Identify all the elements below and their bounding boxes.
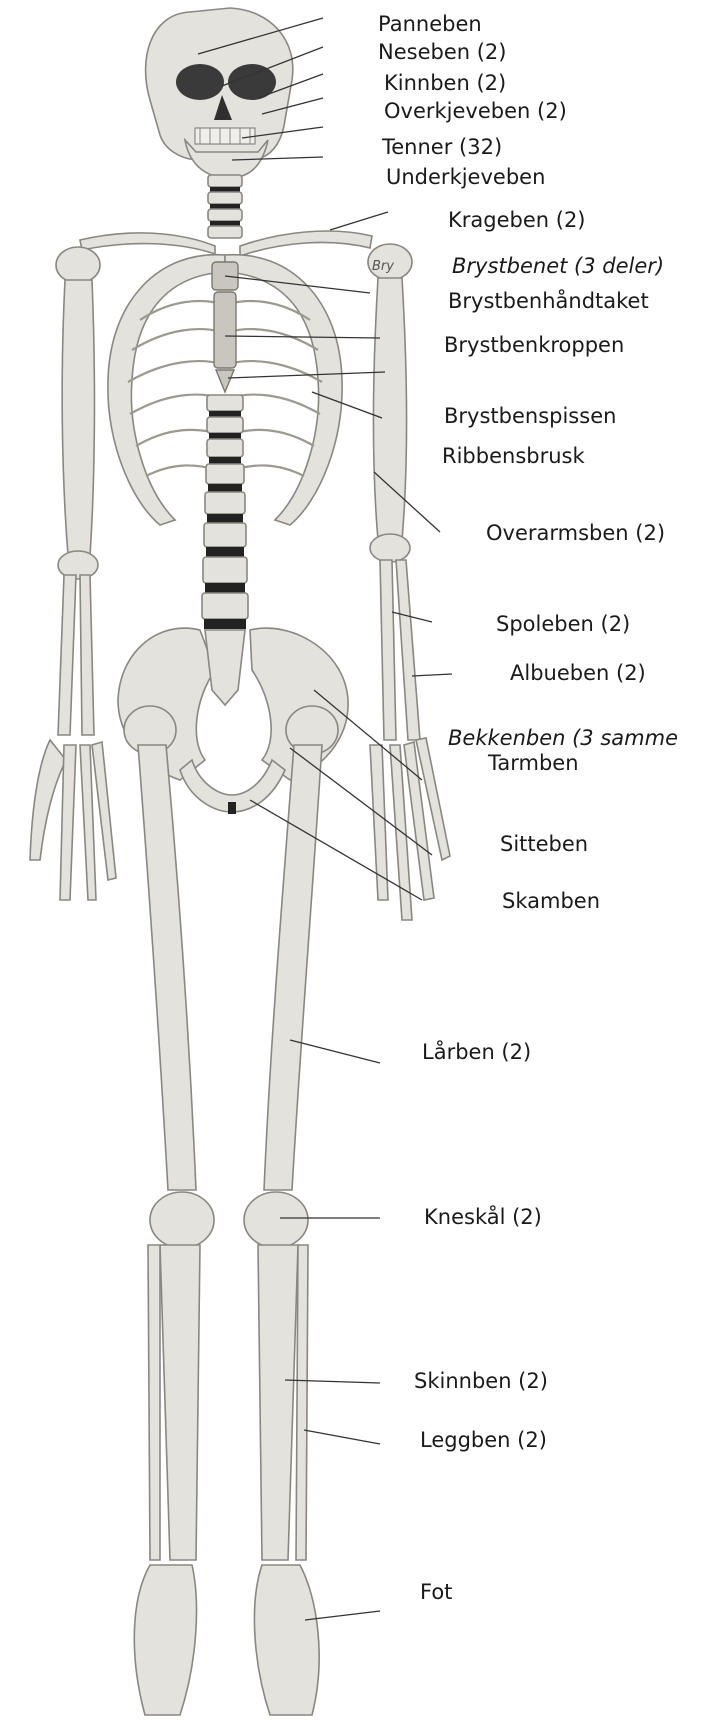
label-tarmben: Tarmben	[488, 753, 579, 774]
leader-larben	[290, 1040, 380, 1063]
label-bekkenben: Bekkenben (3 samme	[448, 728, 678, 749]
right-arm	[368, 244, 450, 920]
specimen-tag: Bry	[372, 259, 394, 274]
label-overkjeveben: Overkjeveben (2)	[384, 101, 567, 122]
leader-albueben	[412, 674, 452, 676]
spine	[202, 395, 248, 629]
label-ribbensbrusk: Ribbensbrusk	[442, 446, 585, 467]
label-brystbenspissen: Brystbenspissen	[444, 406, 616, 427]
right-leg	[244, 706, 338, 1715]
label-skamben: Skamben	[502, 891, 600, 912]
label-brystbenhandtaket: Brystbenhåndtaket	[448, 291, 649, 312]
label-brystbenet: Brystbenet (3 deler)	[452, 256, 664, 277]
leader-leggben	[304, 1430, 380, 1444]
left-eye-socket	[176, 64, 224, 100]
leader-krageben	[330, 212, 388, 230]
label-larben: Lårben (2)	[422, 1042, 531, 1063]
label-sitteben: Sitteben	[500, 834, 588, 855]
left-leg	[124, 706, 214, 1715]
label-krageben: Krageben (2)	[448, 210, 586, 231]
left-arm	[30, 247, 116, 900]
label-tenner: Tenner (32)	[382, 137, 502, 158]
label-neseben: Neseben (2)	[378, 42, 506, 63]
label-skinnben: Skinnben (2)	[414, 1371, 548, 1392]
cervical-spine	[208, 175, 242, 238]
label-kneskal: Kneskål (2)	[424, 1207, 542, 1228]
label-brystbenkroppen: Brystbenkroppen	[444, 335, 624, 356]
label-spoleben: Spoleben (2)	[496, 614, 630, 635]
leader-spoleben	[392, 612, 432, 622]
label-overarmsben: Overarmsben (2)	[486, 523, 665, 544]
label-kinnben: Kinnben (2)	[384, 73, 506, 94]
label-fot: Fot	[420, 1582, 452, 1603]
label-albueben: Albueben (2)	[510, 663, 646, 684]
label-panneben: Panneben	[378, 14, 482, 35]
label-leggben: Leggben (2)	[420, 1430, 547, 1451]
label-underkjeveben: Underkjeveben	[386, 167, 545, 188]
leader-brystbenkroppen	[225, 336, 380, 338]
